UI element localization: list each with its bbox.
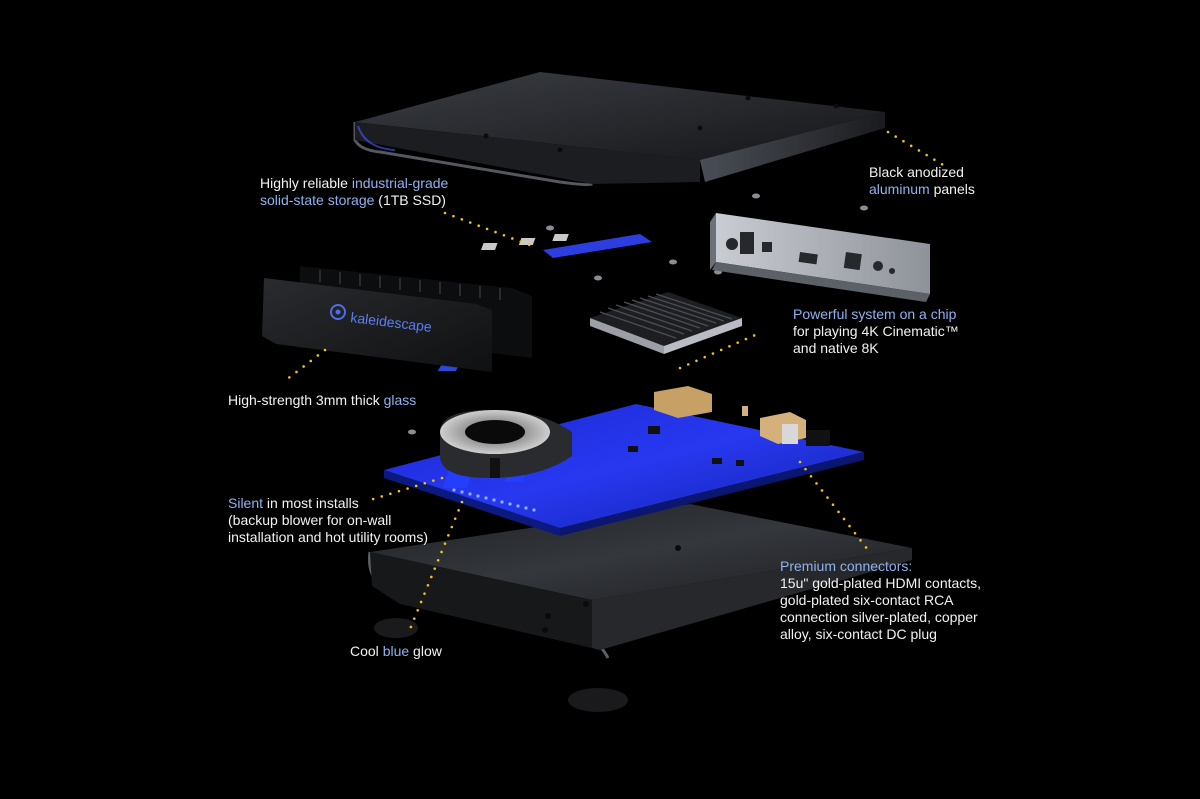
- callout-chip: Powerful system on a chip for playing 4K…: [793, 306, 959, 357]
- top-cover-panel: [355, 72, 885, 185]
- ssd-module: [481, 234, 652, 258]
- storage-text: Highly reliable: [260, 175, 352, 191]
- glow-highlight: blue: [383, 643, 409, 659]
- chip-text-2: and native 8K: [793, 340, 959, 357]
- connectors-text-2: gold-plated six-contact RCA: [780, 592, 981, 609]
- connectors-highlight: Premium connectors:: [780, 558, 981, 575]
- glass-front-panel: kaleidescape: [262, 266, 532, 372]
- callout-panels: Black anodized aluminum panels: [869, 164, 975, 198]
- glow-text: Cool: [350, 643, 383, 659]
- chip-highlight: Powerful system on a chip: [793, 306, 959, 323]
- callout-glow: Cool blue glow: [350, 643, 442, 660]
- callout-connectors: Premium connectors: 15u" gold-plated HDM…: [780, 558, 981, 643]
- storage-highlight-2: solid-state storage: [260, 192, 374, 208]
- connectors-text-4: alloy, six-contact DC plug: [780, 626, 981, 643]
- heatsink: [590, 292, 742, 354]
- connectors-text-3: connection silver-plated, copper: [780, 609, 981, 626]
- callout-silent: Silent in most installs (backup blower f…: [228, 495, 428, 546]
- panels-text: Black anodized: [869, 164, 975, 181]
- chip-text: for playing 4K Cinematic™: [793, 323, 959, 340]
- rear-io-panel: [710, 213, 930, 302]
- storage-capacity: (1TB SSD): [374, 192, 446, 208]
- silent-text-2: (backup blower for on-wall: [228, 512, 428, 529]
- callout-storage: Highly reliable industrial-grade solid-s…: [260, 175, 448, 209]
- rubber-foot: [568, 688, 628, 712]
- silent-highlight: Silent: [228, 495, 263, 511]
- leader-glass: [286, 350, 325, 380]
- storage-highlight: industrial-grade: [352, 175, 449, 191]
- silent-text: in most installs: [263, 495, 359, 511]
- glass-highlight: glass: [384, 392, 417, 408]
- leader-panels: [888, 132, 945, 166]
- leader-storage: [445, 213, 535, 247]
- glass-text: High-strength 3mm thick: [228, 392, 384, 408]
- panels-highlight: aluminum: [869, 181, 930, 197]
- panels-text-2: panels: [930, 181, 975, 197]
- callout-glass: High-strength 3mm thick glass: [228, 392, 416, 409]
- connectors-text: 15u" gold-plated HDMI contacts,: [780, 575, 981, 592]
- silent-text-3: installation and hot utility rooms): [228, 529, 428, 546]
- glow-text-2: glow: [409, 643, 442, 659]
